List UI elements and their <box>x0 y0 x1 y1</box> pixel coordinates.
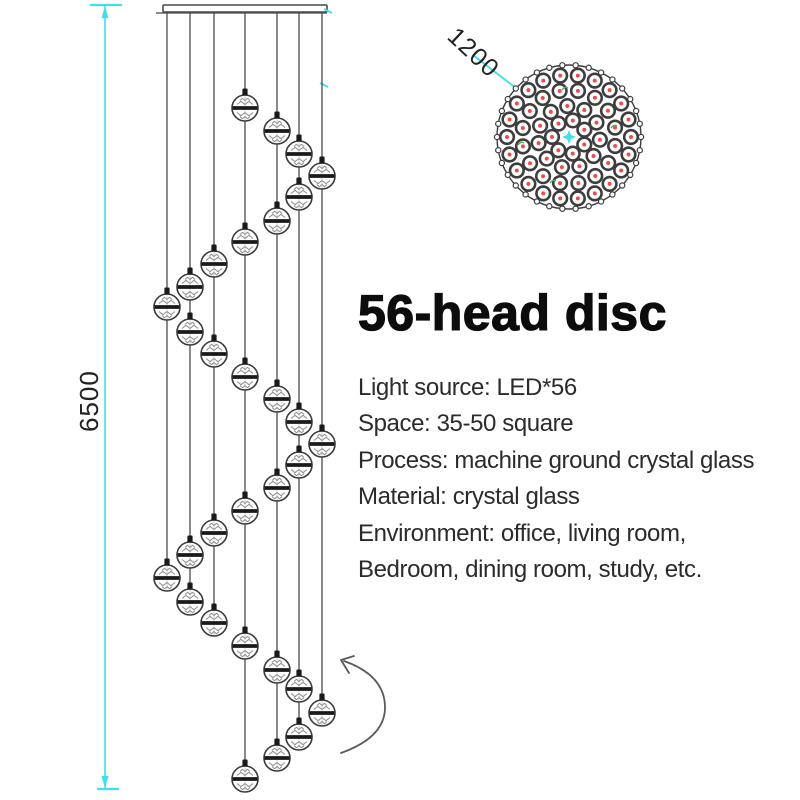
spec-light-source: Light source: LED*56 <box>358 374 577 401</box>
spec-environment-cont: Bedroom, dining room, study, etc. <box>358 556 702 584</box>
product-title: 56-head disc <box>357 284 667 341</box>
spec-material: Material: crystal glass <box>358 483 580 511</box>
spec-process: Process: machine ground crystal glass <box>358 446 755 474</box>
height-dimension-label: 6500 <box>74 370 104 432</box>
spec-environment: Environment: office, living room, <box>358 519 686 547</box>
product-info: 56-head disc Light source: LED*56 Space:… <box>357 284 788 588</box>
spec-space: Space: 35-50 square <box>358 410 574 438</box>
